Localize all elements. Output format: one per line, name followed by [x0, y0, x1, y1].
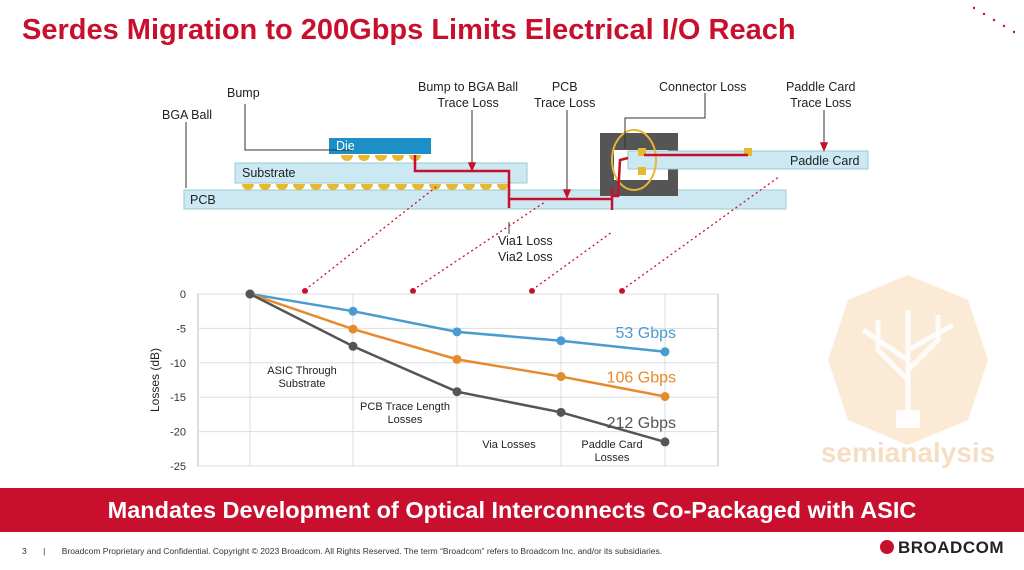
data-point: [348, 306, 358, 316]
footer: 3 | Broadcom Proprietary and Confidentia…: [22, 546, 676, 556]
y-tick-label: -15: [170, 392, 186, 404]
y-tick-label: 0: [180, 289, 186, 301]
data-point: [452, 387, 462, 397]
broadcom-logo-icon: [880, 540, 894, 554]
decorative-dots: [972, 6, 1016, 34]
data-point: [348, 341, 358, 351]
label-pcb-trace: PCB Trace Loss: [534, 80, 596, 110]
broadcom-logo-text: BROADCOM: [898, 538, 1004, 557]
loss-chart: 0 -5 -10 -15 -20 -25 Losses (dB) 53 Gbps 106 Gbp…: [148, 289, 719, 473]
signal-trace: [413, 153, 748, 210]
paddle-card-label: Paddle Card: [790, 154, 860, 168]
label-bump-to-bga: Bump to BGA Ball Trace Loss: [418, 80, 519, 110]
data-point: [452, 327, 462, 337]
die-bumps: [341, 155, 421, 161]
conclusion-banner: Mandates Development of Optical Intercon…: [0, 488, 1024, 532]
pcb-board: [183, 189, 787, 210]
y-tick-label: -10: [170, 358, 186, 370]
slide-title: Serdes Migration to 200Gbps Limits Elect…: [22, 14, 796, 46]
dotted-pointer-ends: [302, 288, 625, 294]
pcb-label: PCB: [190, 193, 216, 207]
dotted-pointers: [304, 175, 781, 291]
substrate-label: Substrate: [242, 166, 296, 180]
data-point: [660, 392, 670, 402]
data-point: [245, 289, 255, 299]
label-bump: Bump: [227, 86, 260, 100]
bga-balls: [242, 184, 509, 190]
substrate-board: [234, 162, 528, 184]
footer-separator: |: [43, 546, 46, 556]
series-label: 53 Gbps: [616, 325, 676, 342]
annotation-label: Via Losses: [482, 439, 536, 451]
label-via-loss: Via1 Loss Via2 Loss: [498, 234, 553, 264]
red-arrows: [467, 142, 829, 199]
page-number: 3: [22, 546, 27, 556]
annotation-label: Substrate: [278, 378, 325, 390]
annotation-label: Losses: [595, 452, 630, 464]
data-point: [556, 372, 566, 382]
die-label: Die: [336, 139, 355, 153]
svg-text:semianalysis: semianalysis: [821, 437, 995, 468]
annotation-label: Paddle Card: [581, 439, 642, 451]
label-bga-ball: BGA Ball: [162, 108, 213, 122]
data-point: [556, 407, 566, 417]
plot-area: [197, 293, 719, 467]
data-point: [660, 437, 670, 447]
label-connector-loss: Connector Loss: [659, 80, 747, 94]
label-paddle-trace: Paddle Card Trace Loss: [786, 80, 856, 110]
y-axis-label: Losses (dB): [148, 348, 162, 412]
series-label: 212 Gbps: [607, 415, 676, 432]
annotation-label: PCB Trace Length: [360, 401, 450, 413]
footer-text: Broadcom Proprietary and Confidential. C…: [61, 546, 663, 556]
y-tick-label: -20: [170, 427, 186, 439]
package-diagram: [183, 93, 869, 294]
semianalysis-watermark: semianalysis: [821, 275, 995, 468]
broadcom-logo: BROADCOM: [880, 538, 1004, 558]
annotation-label: Losses: [388, 414, 423, 426]
series-label: 106 Gbps: [607, 370, 676, 387]
y-tick-label: -5: [176, 323, 186, 335]
die-block: [329, 138, 431, 154]
y-tick-label: -25: [170, 461, 186, 473]
data-point: [452, 354, 462, 364]
label-pointers: [185, 93, 825, 234]
data-point: [660, 347, 670, 357]
annotation-label: ASIC Through: [267, 365, 337, 377]
data-point: [348, 324, 358, 334]
data-point: [556, 336, 566, 346]
